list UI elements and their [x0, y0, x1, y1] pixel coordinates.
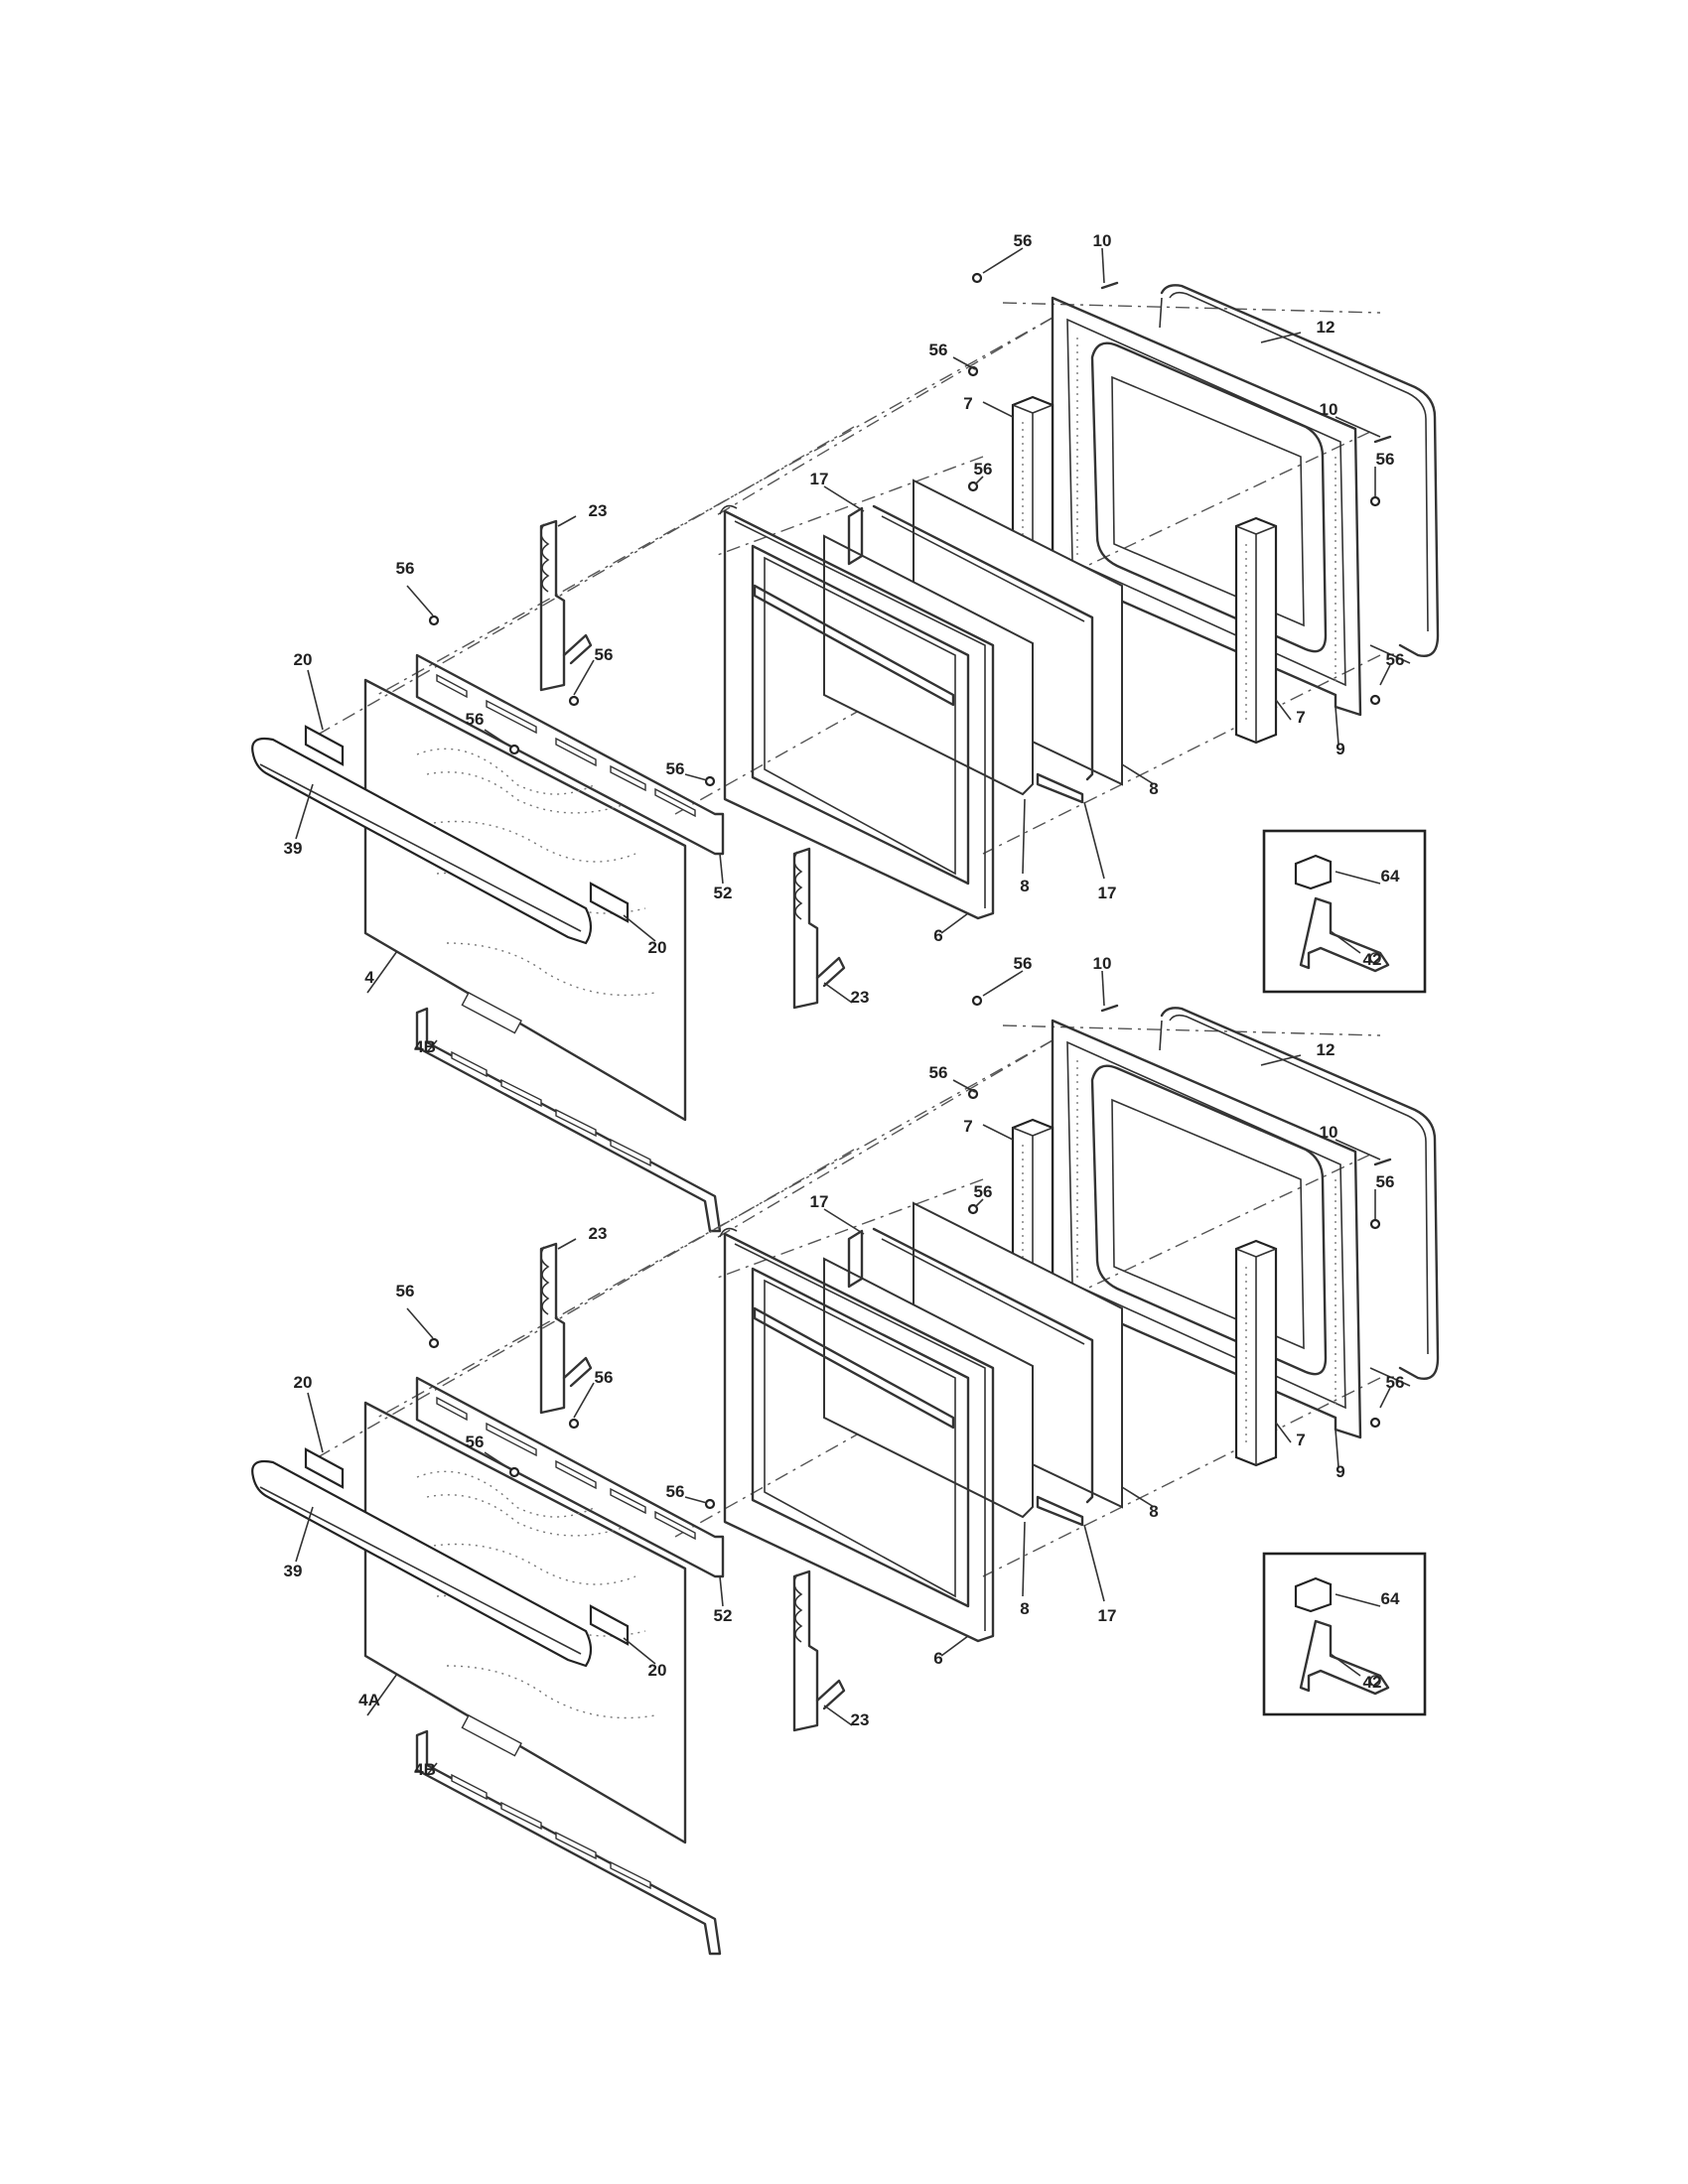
lower-callout-56: 56 [666, 1482, 685, 1501]
lower-callout-42: 42 [1363, 1673, 1382, 1692]
lower-callout-20: 20 [648, 1661, 667, 1680]
lower-callout-8: 8 [1020, 1599, 1029, 1618]
lower-callout-23: 23 [589, 1224, 608, 1243]
upper-callout-56: 56 [929, 341, 948, 359]
lower-callout-17: 17 [810, 1192, 829, 1211]
upper-callout-9: 9 [1336, 740, 1344, 758]
upper-callout-23: 23 [851, 988, 870, 1007]
lower-callout-4B: 4B [414, 1760, 436, 1779]
upper-callout-56: 56 [974, 460, 993, 478]
upper-callout-39: 39 [284, 839, 303, 858]
upper-callout-8: 8 [1020, 877, 1029, 895]
upper-callout-52: 52 [714, 884, 733, 902]
lower-callout-17: 17 [1098, 1606, 1117, 1625]
lower-callout-7: 7 [1296, 1431, 1305, 1449]
upper-callout-6: 6 [933, 926, 942, 945]
upper-callout-20: 20 [648, 938, 667, 957]
upper-callout-4B: 4B [414, 1037, 436, 1056]
lower-callout-9: 9 [1336, 1462, 1344, 1481]
lower-callout-7: 7 [963, 1117, 972, 1136]
upper-callout-56: 56 [466, 710, 485, 729]
upper-callout-8: 8 [1149, 779, 1158, 798]
upper-callout-56: 56 [666, 759, 685, 778]
upper-callout-23: 23 [589, 501, 608, 520]
upper-callout-17: 17 [810, 470, 829, 488]
upper-callout-20: 20 [294, 650, 313, 669]
lower-door-callouts: 56 10 12 56 7 10 56 56 17 23 56 56 20 56 56 39 52 20 4A 4B 8… [284, 954, 1405, 1779]
upper-callout-42: 42 [1363, 950, 1382, 969]
lower-callout-10: 10 [1093, 954, 1112, 973]
upper-door-callouts: 56 10 12 56 7 10 56 56 17 23 56 56 20 56 56 39 52 20 4 4B 8 1… [284, 231, 1405, 1056]
lower-callout-56: 56 [1376, 1172, 1395, 1191]
upper-callout-7: 7 [1296, 708, 1305, 727]
upper-callout-4: 4 [364, 968, 374, 987]
lower-callout-6: 6 [933, 1649, 942, 1668]
upper-callout-56: 56 [595, 645, 614, 664]
upper-callout-56: 56 [396, 559, 415, 578]
lower-callout-8: 8 [1149, 1502, 1158, 1521]
lower-callout-39: 39 [284, 1562, 303, 1580]
lower-callout-56: 56 [396, 1282, 415, 1300]
lower-callout-56: 56 [929, 1063, 948, 1082]
upper-callout-10: 10 [1320, 400, 1338, 419]
upper-callout-64: 64 [1381, 867, 1400, 886]
lower-callout-4A: 4A [358, 1691, 380, 1709]
lower-callout-56: 56 [595, 1368, 614, 1387]
lower-callout-12: 12 [1317, 1040, 1336, 1059]
upper-callout-56: 56 [1386, 650, 1405, 669]
lower-callout-23: 23 [851, 1710, 870, 1729]
lower-callout-10: 10 [1320, 1123, 1338, 1142]
upper-callout-7: 7 [963, 394, 972, 413]
upper-callout-17: 17 [1098, 884, 1117, 902]
lower-callout-56: 56 [466, 1433, 485, 1451]
upper-callout-56: 56 [1014, 231, 1033, 250]
lower-callout-56: 56 [974, 1182, 993, 1201]
lower-callout-56: 56 [1014, 954, 1033, 973]
lower-callout-56: 56 [1386, 1373, 1405, 1392]
lower-callout-64: 64 [1381, 1589, 1400, 1608]
upper-callout-12: 12 [1317, 318, 1336, 337]
upper-callout-10: 10 [1093, 231, 1112, 250]
upper-door-assembly [250, 246, 1440, 1233]
upper-callout-56: 56 [1376, 450, 1395, 469]
lower-door-assembly [250, 969, 1440, 1956]
lower-callout-20: 20 [294, 1373, 313, 1392]
lower-callout-52: 52 [714, 1606, 733, 1625]
